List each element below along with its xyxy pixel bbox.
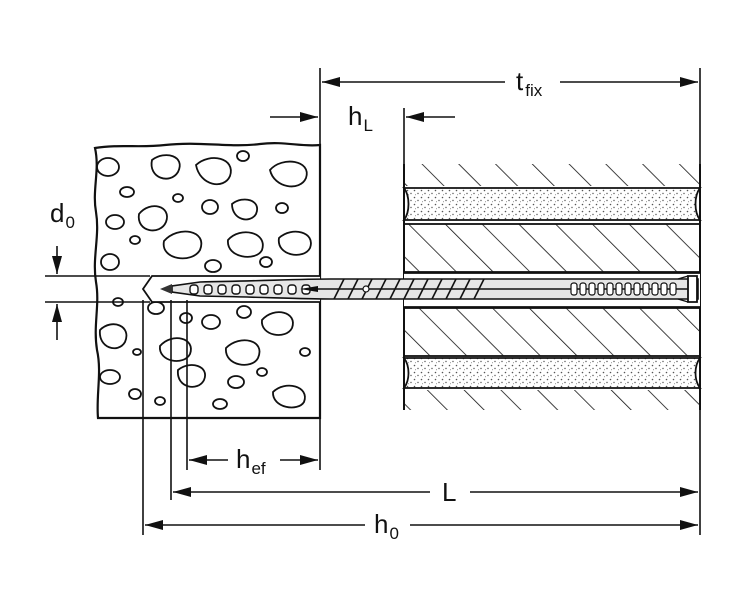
- arrow-l-left: [173, 487, 191, 497]
- label-d0: d0: [50, 198, 75, 232]
- arrow-h0-right: [680, 520, 698, 530]
- arrow-hl-right: [406, 112, 424, 122]
- arrow-hef-right: [300, 455, 318, 465]
- arrow-h0-left: [145, 520, 163, 530]
- frame-anchor: [141, 275, 699, 303]
- label-hef: hef: [236, 444, 266, 478]
- label-hl: hL: [348, 101, 373, 135]
- arrow-hef-left: [189, 455, 207, 465]
- dimension-arrowheads: [52, 77, 698, 530]
- arrow-tfix-right: [680, 77, 698, 87]
- arrow-d0-bottom: [52, 304, 62, 322]
- label-l: L: [442, 477, 456, 507]
- arrow-tfix-left: [322, 77, 340, 87]
- label-h0: h0: [374, 509, 399, 543]
- arrow-d0-top: [52, 256, 62, 274]
- arrow-hl-left: [300, 112, 318, 122]
- arrow-l-right: [680, 487, 698, 497]
